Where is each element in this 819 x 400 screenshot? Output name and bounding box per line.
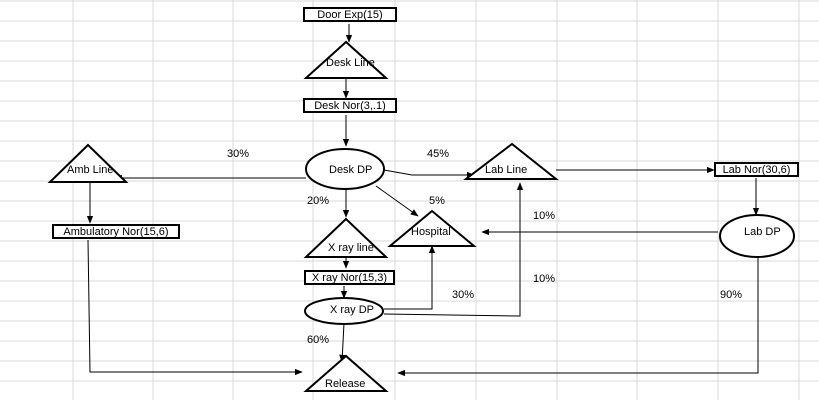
desk-line-triangle <box>303 40 389 79</box>
desk-line-label: Desk Line <box>326 57 375 69</box>
xray-line-triangle <box>303 217 389 258</box>
edge-label-desk-amb: 30% <box>227 148 250 160</box>
edge-label-lab-release: 90% <box>720 289 743 301</box>
edge-xraydp-to-labline <box>383 182 524 317</box>
hospital-label: Hospital <box>411 226 451 238</box>
desk-dp-label: Desk DP <box>329 164 373 176</box>
desk-nor-box: Desk Nor(3,.1) <box>303 98 397 113</box>
edge-labdp-to-release <box>397 257 759 377</box>
edge-deskdp-to-hospital <box>375 185 419 217</box>
xray-dp-ellipse <box>304 297 384 325</box>
xray-line-label: X ray line <box>328 242 374 254</box>
edge-label-xray-hospital: 30% <box>452 289 475 301</box>
edge-label-desk-lab: 45% <box>427 148 450 160</box>
release-label: Release <box>325 378 366 390</box>
amb-line-label: Amb Line <box>67 164 114 176</box>
hospital-triangle <box>387 209 477 247</box>
lab-dp-label: Lab DP <box>744 226 781 238</box>
lab-nor-box: Lab Nor(30,6) <box>714 162 799 177</box>
release-triangle <box>303 354 389 392</box>
door-exp-box: Door Exp(15) <box>303 7 397 22</box>
lab-line-label: Lab Line <box>485 164 528 176</box>
edge-ambnor-to-release <box>87 239 303 376</box>
desk-dp-ellipse <box>305 148 385 190</box>
lab-dp-ellipse <box>719 214 795 258</box>
amb-line-triangle <box>47 143 129 183</box>
xray-dp-label: X ray DP <box>330 304 375 316</box>
edge-label-xray-lab: 10% <box>533 273 556 285</box>
ambulatory-nor-box: Ambulatory Nor(15,6) <box>52 224 180 239</box>
edge-xraydp-to-hospital <box>384 245 436 310</box>
edge-deskdp-to-labline <box>383 169 475 179</box>
edge-label-xray-release: 60% <box>307 334 330 346</box>
edge-xraydp-to-release <box>339 322 346 363</box>
xray-nor-box: X ray Nor(15,3) <box>304 270 395 285</box>
edge-label-lab-hospital: 10% <box>533 210 556 222</box>
edge-label-desk-xray: 20% <box>307 195 330 207</box>
edge-label-desk-hospital: 5% <box>429 195 445 207</box>
lab-line-triangle <box>463 142 559 180</box>
